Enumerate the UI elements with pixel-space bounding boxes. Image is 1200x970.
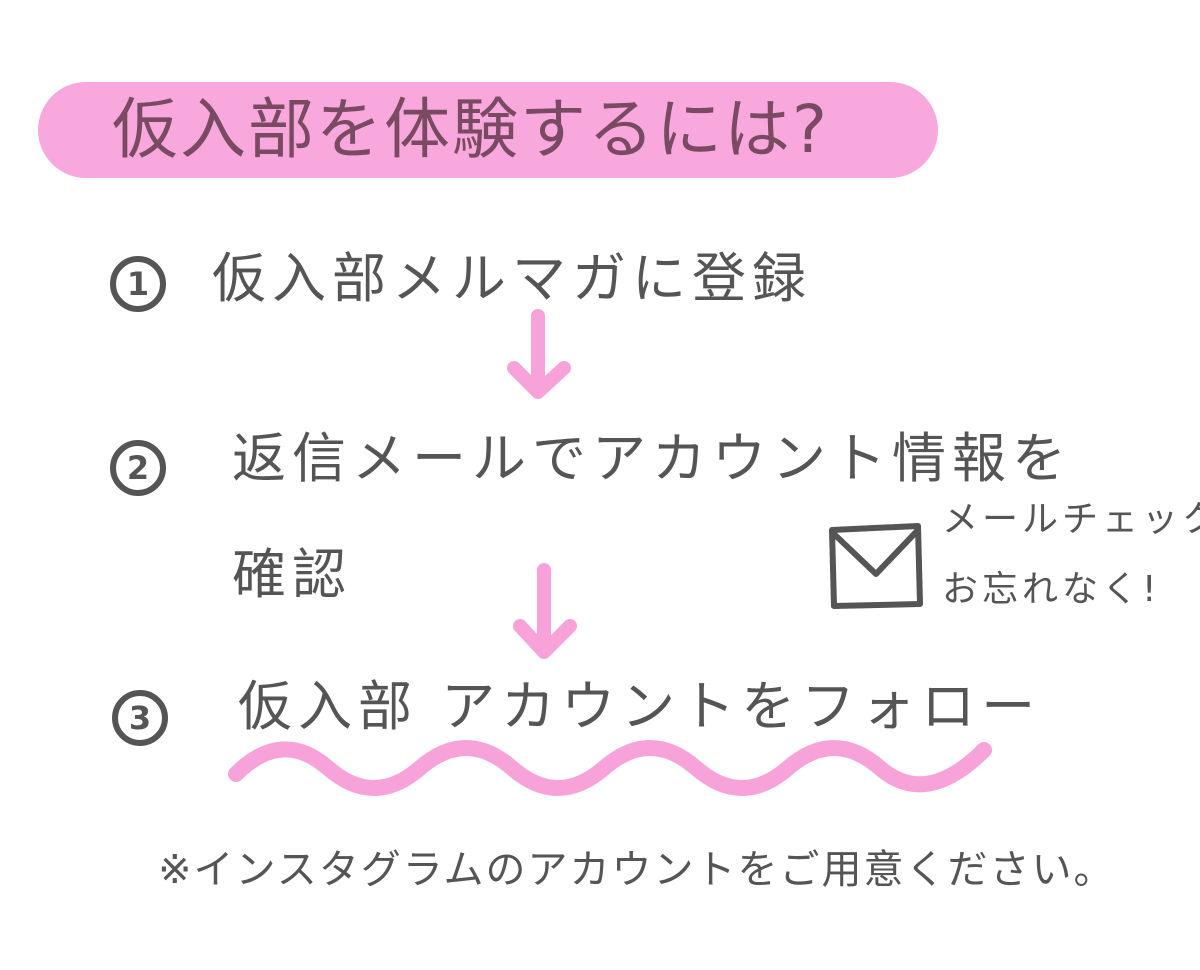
envelope-icon: [829, 523, 923, 609]
down-arrow-icon: [507, 309, 571, 399]
side-note-line-2: お忘れなく!: [942, 569, 1161, 610]
step-2-number: 2: [110, 440, 166, 496]
footnote: ※インスタグラムのアカウントをご用意ください。: [158, 847, 1116, 893]
wavy-underline: [228, 740, 992, 796]
step-1-number: 1: [110, 256, 166, 312]
down-arrow-icon: [513, 563, 577, 659]
step-3-number: 3: [112, 690, 168, 746]
side-note-line-1: メールチェック: [942, 499, 1200, 540]
title-highlight: [38, 82, 938, 178]
step-3-text: 仮入部 アカウントをフォロー: [238, 675, 1042, 738]
step-2-text-line-1: 返信メールでアカウント情報を: [232, 427, 1072, 490]
page-title: 仮入部を体験するには?: [112, 91, 830, 168]
step-2-text-line-2: 確認: [232, 543, 352, 606]
step-1-text: 仮入部メルマガに登録: [212, 247, 812, 310]
